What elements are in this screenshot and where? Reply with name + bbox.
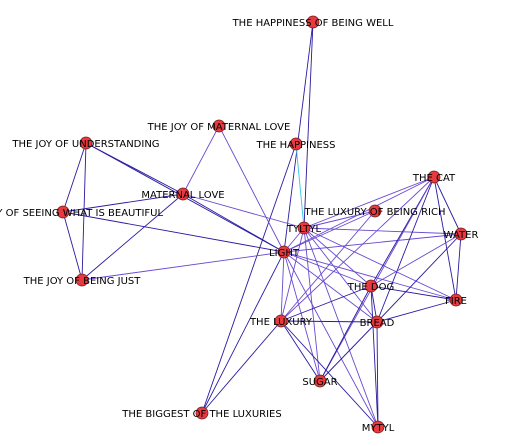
node-label-luxury-rich: THE LUXURY OF BEING RICH: [303, 207, 445, 218]
node-maternal-love[interactable]: [176, 187, 190, 201]
edge-cat-fire: [433, 176, 457, 301]
edge-tylyl-bread: [303, 227, 378, 323]
node-water[interactable]: [454, 227, 468, 241]
edge-happiness-biggest_luxuries: [201, 143, 297, 414]
edge-joy_understanding-joy_just: [81, 142, 87, 281]
edge-dog-sugar: [319, 285, 372, 382]
edge-bread-mytyl: [376, 321, 379, 428]
node-label-bread: BREAD: [360, 318, 395, 329]
node-dog[interactable]: [364, 279, 378, 293]
node-label-joy-just: THE JOY OF BEING JUST: [23, 276, 142, 287]
edge-tylyl-water: [303, 227, 462, 235]
node-seeing-beautiful[interactable]: [56, 205, 70, 219]
node-joy-just[interactable]: [75, 273, 89, 287]
node-label-water: WATER: [444, 230, 479, 241]
node-label-happiness: THE HAPPINESS: [256, 140, 336, 151]
labels-layer: THE HAPPINESS OF BEING WELL THE JOY OF MA…: [0, 18, 478, 434]
node-label-cat: THE CAT: [412, 173, 456, 184]
edge-tylyl-luxury: [280, 227, 305, 322]
node-label-sugar: SUGAR: [302, 377, 337, 388]
edge-cat-sugar: [319, 176, 435, 382]
edge-maternal_love-tylyl: [182, 193, 305, 229]
edge-light-bread: [283, 251, 378, 323]
edge-cat-water: [433, 176, 462, 235]
edge-happiness_being_well-light: [283, 21, 314, 253]
edge-seeing_beautiful-light: [62, 211, 285, 253]
node-label-fire: FIRE: [445, 296, 467, 307]
edge-tylyl-cat: [303, 176, 435, 229]
edges-layer: [62, 21, 462, 428]
edge-bread-sugar: [319, 321, 378, 382]
node-label-maternal-love: MATERNAL LOVE: [141, 190, 224, 201]
edge-luxury-bread: [280, 320, 378, 323]
edge-joy_understanding-seeing_beautiful: [62, 142, 87, 213]
edge-light-water: [283, 233, 462, 253]
edge-light-luxury_rich: [283, 210, 376, 253]
edge-luxury_rich-luxury: [280, 210, 376, 322]
nodes-layer: [56, 15, 468, 434]
node-label-luxury: THE LUXURY: [249, 317, 313, 328]
edge-light-fire: [283, 251, 457, 301]
edge-fire-bread: [376, 299, 457, 323]
node-fire[interactable]: [449, 293, 463, 307]
edge-seeing_beautiful-joy_just: [62, 211, 83, 281]
node-label-joy-maternal-love: THE JOY OF MATERNAL LOVE: [147, 122, 291, 133]
edge-tylyl-dog: [303, 227, 372, 287]
edge-tylyl-luxury_rich: [303, 210, 376, 229]
node-joy-maternal-love[interactable]: [212, 119, 226, 133]
node-happiness-being-well[interactable]: [306, 15, 320, 29]
node-luxury[interactable]: [274, 314, 288, 328]
edge-joy_maternal_love-light: [218, 125, 285, 253]
edge-luxury-sugar: [280, 320, 321, 382]
node-biggest-luxuries[interactable]: [195, 406, 209, 420]
node-cat[interactable]: [427, 170, 441, 184]
edge-light-mytyl: [283, 251, 379, 428]
node-label-tylyl: TYLTYL: [286, 224, 322, 235]
node-luxury-rich[interactable]: [368, 204, 382, 218]
node-label-biggest-luxuries: THE BIGGEST OF THE LUXURIES: [121, 409, 281, 420]
edge-light-luxury: [280, 251, 285, 322]
edge-dog-mytyl: [370, 285, 379, 428]
node-label-joy-understanding: THE JOY OF UNDERSTANDING: [11, 139, 159, 150]
edge-happiness_being_well-tylyl: [303, 21, 314, 229]
edge-joy_maternal_love-maternal_love: [182, 125, 220, 195]
edge-light-dog: [283, 251, 372, 287]
node-sugar[interactable]: [313, 374, 327, 388]
edge-dog-fire: [370, 285, 457, 301]
edge-tylyl-sugar: [303, 227, 321, 382]
edge-light-biggest_luxuries: [201, 251, 285, 414]
node-tylyl[interactable]: [297, 221, 311, 235]
node-light[interactable]: [277, 245, 291, 259]
node-label-mytyl: MYTYL: [362, 423, 395, 434]
node-label-dog: THE DOG: [347, 282, 394, 293]
edge-luxury-mytyl: [280, 320, 379, 428]
node-mytyl[interactable]: [371, 420, 385, 434]
node-label-light: LIGHT: [269, 248, 300, 259]
node-label-seeing-beautiful: THE JOY OF SEEING WHAT IS BEAUTIFUL: [0, 208, 163, 219]
edge-seeing_beautiful-maternal_love: [62, 193, 184, 213]
node-bread[interactable]: [370, 315, 384, 329]
edge-tylyl-mytyl: [303, 227, 379, 428]
edge-cat-bread: [376, 176, 435, 323]
edge-water-dog: [370, 233, 462, 287]
edge-maternal_love-light: [182, 193, 285, 253]
edge-water-bread: [376, 233, 462, 323]
edge-luxury-biggest_luxuries: [201, 320, 282, 414]
edge-dog-luxury: [280, 285, 372, 322]
node-happiness[interactable]: [289, 137, 303, 151]
edge-maternal_love-joy_just: [81, 193, 184, 281]
node-joy-understanding[interactable]: [79, 136, 93, 150]
edge-light-sugar: [283, 251, 321, 382]
edge-cat-luxury: [280, 176, 435, 322]
edge-joy_just-light: [81, 251, 285, 281]
node-label-happiness-being-well: THE HAPPINESS OF BEING WELL: [232, 18, 394, 29]
edge-water-fire: [455, 233, 462, 301]
edge-happiness-tylyl: [295, 143, 305, 229]
edge-tylyl-fire: [303, 227, 457, 301]
